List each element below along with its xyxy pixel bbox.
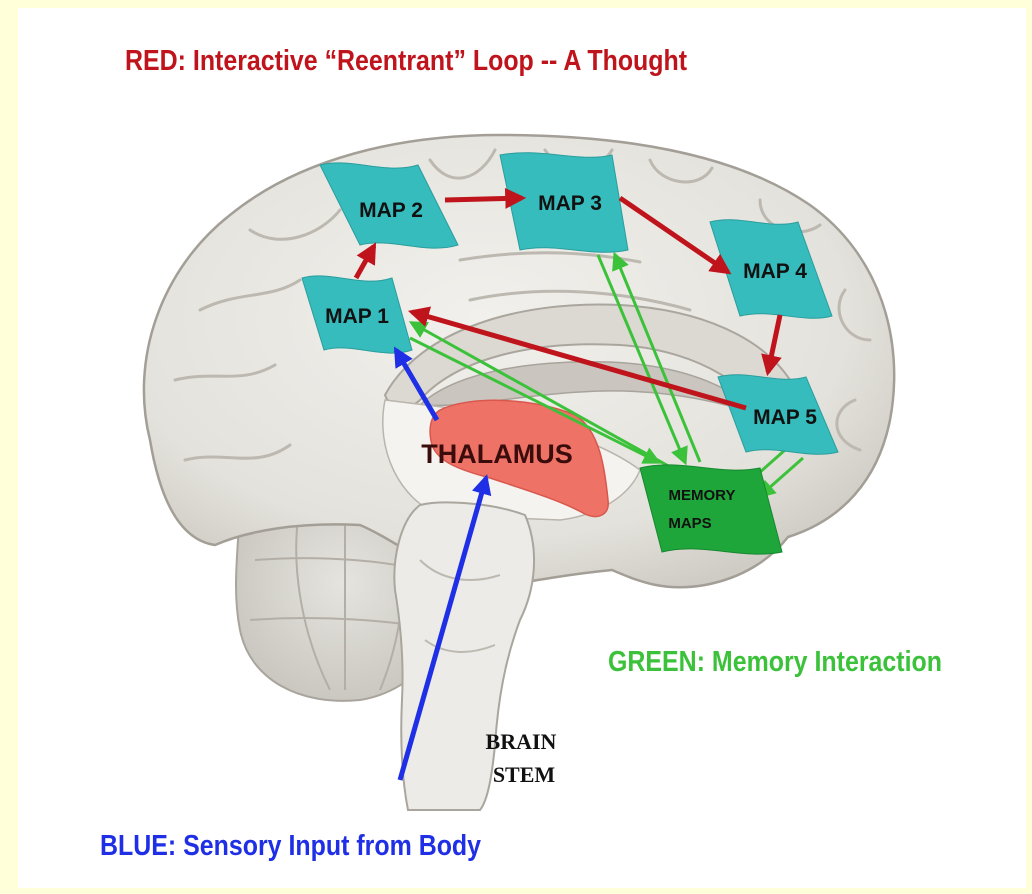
map-1-label: MAP 1: [325, 305, 389, 328]
memory-maps-label-line1: MEMORY: [669, 487, 736, 504]
map-3-label: MAP 3: [538, 192, 602, 215]
arrow-icon: [445, 198, 522, 200]
map-4-label: MAP 4: [743, 260, 807, 283]
reentrant-loop-caption: RED: Interactive “Reentrant” Loop -- A T…: [125, 45, 687, 78]
memory-interaction-caption: GREEN: Memory Interaction: [608, 646, 942, 679]
brain-stem-label-line2: STEM: [493, 762, 556, 787]
sensory-input-caption: BLUE: Sensory Input from Body: [100, 830, 481, 863]
brain-stem-label-line1: BRAIN: [486, 729, 557, 754]
thalamus-label: THALAMUS: [421, 439, 572, 469]
memory-maps-box: MEMORY MAPS: [640, 465, 782, 554]
memory-maps-label-line2: MAPS: [668, 515, 711, 532]
map-5-label: MAP 5: [753, 406, 817, 429]
map-2-label: MAP 2: [359, 199, 423, 222]
map-3-box: MAP 3: [500, 153, 628, 253]
